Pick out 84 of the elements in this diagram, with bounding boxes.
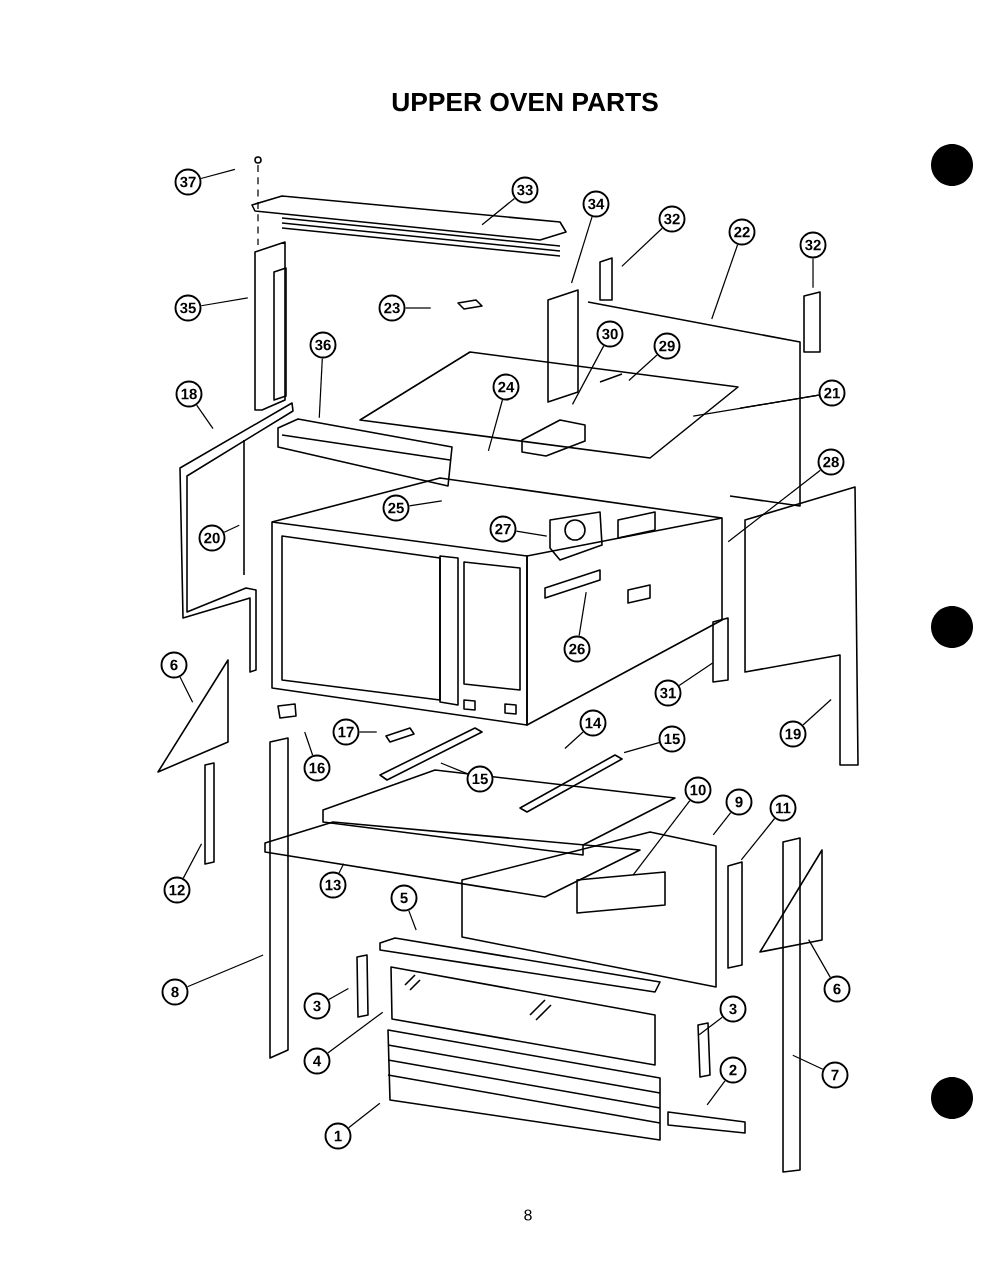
callout-number: 3: [719, 995, 747, 1023]
callout-number: 34: [582, 190, 610, 218]
callout-number: 18: [175, 380, 203, 408]
callout-number: 27: [489, 515, 517, 543]
leader-line: [327, 1011, 384, 1054]
leader-line: [515, 530, 548, 537]
leader-line: [318, 357, 323, 419]
callout-number: 10: [684, 776, 712, 804]
leader-line: [564, 731, 584, 750]
callout-number: 30: [596, 320, 624, 348]
callout-number: 7: [821, 1061, 849, 1089]
leader-line: [408, 500, 443, 507]
callout-number: 2: [719, 1056, 747, 1084]
callout-number: 33: [511, 176, 539, 204]
page-number: 8: [524, 1209, 532, 1221]
title: UPPER OVEN PARTS: [392, 92, 658, 112]
callout-number: 1: [324, 1122, 352, 1150]
callout-number: 32: [658, 205, 686, 233]
leader-line: [792, 1054, 824, 1070]
leader-line: [200, 168, 236, 180]
callout-number: 32: [799, 231, 827, 259]
callout-number: 17: [332, 718, 360, 746]
leader-line: [182, 843, 203, 879]
leader-line: [440, 762, 469, 775]
leader-line: [404, 307, 432, 309]
callout-number: 15: [658, 725, 686, 753]
leader-line: [802, 698, 832, 726]
leader-line: [338, 863, 345, 874]
callout-number: 20: [198, 524, 226, 552]
leader-line: [223, 524, 240, 533]
leader-line: [706, 1080, 726, 1106]
callout-number: 29: [653, 332, 681, 360]
leader-line: [570, 216, 593, 284]
leader-line: [808, 938, 831, 978]
callout-number: 4: [303, 1047, 331, 1075]
leader-line: [812, 257, 814, 289]
callout-number: 22: [728, 218, 756, 246]
callout-number: 6: [160, 651, 188, 679]
leader-line: [692, 394, 820, 417]
callout-number: 6: [823, 975, 851, 1003]
callout-number: 11: [769, 794, 797, 822]
callout-number: 12: [163, 876, 191, 904]
leader-line: [632, 800, 691, 876]
callout-number: 8: [161, 978, 189, 1006]
callout-number: 28: [817, 448, 845, 476]
callout-number: 37: [174, 168, 202, 196]
leader-line: [740, 817, 776, 861]
leader-line: [196, 404, 214, 430]
leader-line: [358, 731, 378, 733]
leader-line: [678, 662, 714, 687]
callout-number: 14: [579, 709, 607, 737]
callout-number: 9: [725, 788, 753, 816]
callout-number: 3: [303, 992, 331, 1020]
leader-line: [571, 345, 605, 405]
leader-line: [348, 1102, 381, 1129]
callout-number: 19: [779, 720, 807, 748]
callout-number: 25: [382, 494, 410, 522]
leader-line: [628, 354, 658, 382]
leader-line: [487, 399, 504, 452]
leader-line: [304, 731, 314, 756]
callout-number: 26: [563, 635, 591, 663]
callout-number: 5: [390, 884, 418, 912]
leader-line: [711, 244, 739, 320]
callout-number: 16: [303, 754, 331, 782]
callout-number: 15: [466, 765, 494, 793]
leader-line: [698, 1016, 723, 1036]
callout-number: 13: [319, 871, 347, 899]
leader-line: [621, 227, 663, 267]
callout-number: 21: [818, 379, 846, 407]
leader-line: [328, 987, 349, 1001]
leader-line: [408, 910, 417, 931]
leader-line: [481, 197, 516, 226]
leader-line: [578, 591, 587, 637]
leader-line: [623, 742, 660, 754]
leader-line: [712, 812, 732, 836]
leader-line: [186, 954, 264, 988]
callout-number: 23: [378, 294, 406, 322]
callout-number: 31: [654, 679, 682, 707]
callout-number: 36: [309, 331, 337, 359]
leader-line: [179, 676, 194, 703]
callout-number: 35: [174, 294, 202, 322]
callout-number: 24: [492, 373, 520, 401]
leader-line: [200, 297, 249, 307]
leader-line: [727, 469, 821, 543]
